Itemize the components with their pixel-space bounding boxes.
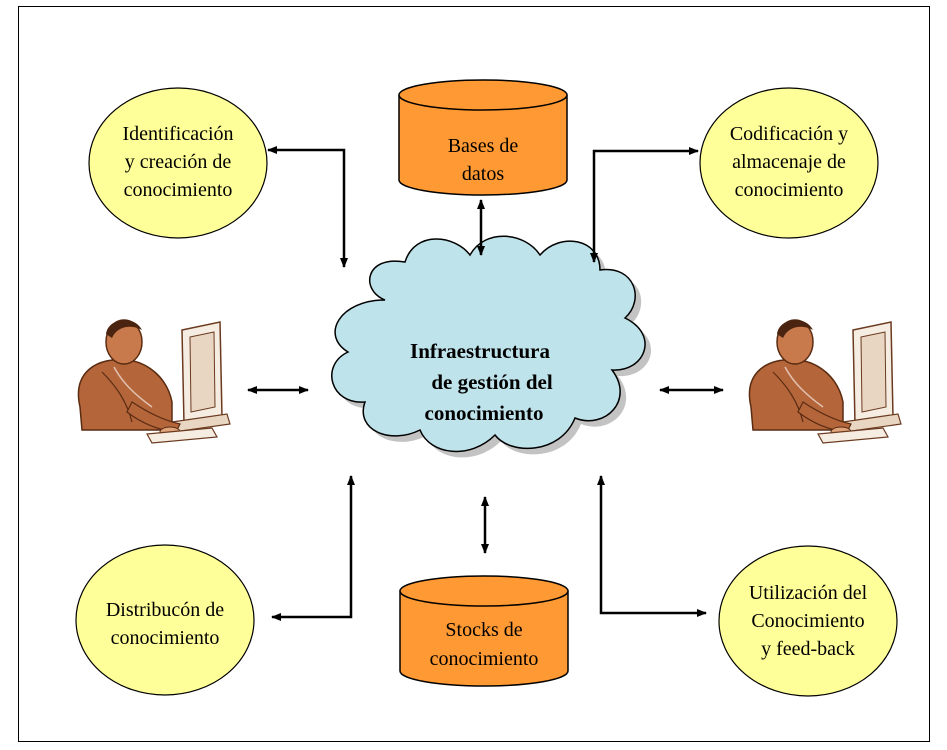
database-bottom-line-2: conocimiento	[430, 648, 539, 670]
process-utilization-line-1: Utilización del	[749, 582, 868, 604]
person-at-computer-icon	[748, 319, 902, 444]
process-identification: Identificación y creación de conocimient…	[88, 87, 268, 239]
database-bottom: Stocks de conocimiento	[399, 575, 569, 687]
database-top-line-1: Bases de	[448, 135, 519, 157]
cloud-line-2: de gestión del	[431, 370, 553, 394]
database-bottom-line-1: Stocks de	[445, 619, 522, 641]
connector-distribution	[271, 475, 355, 621]
process-identification-line-3: conocimiento	[124, 179, 233, 201]
process-identification-line-1: Identificación	[122, 123, 233, 145]
diagram-frame	[18, 6, 930, 742]
process-codification-line-2: almacenaje de	[732, 151, 846, 173]
process-identification-line-2: y creación de	[125, 151, 232, 173]
person-at-computer-icon	[77, 319, 231, 444]
process-utilization: Utilización del Conocimiento y feed-back	[718, 545, 898, 697]
connector-identification	[267, 146, 348, 268]
process-codification-line-3: conocimiento	[735, 179, 844, 201]
process-codification: Codificación y almacenaje de conocimient…	[699, 87, 879, 239]
cloud-line-1: Infraestructura	[410, 339, 550, 363]
cloud-line-3: conocimiento	[425, 401, 544, 425]
connector-utilization	[597, 475, 707, 617]
database-top-line-2: datos	[462, 163, 504, 185]
process-utilization-line-3: y feed-back	[761, 638, 855, 660]
process-distribution: Distribucón de conocimiento	[75, 544, 255, 696]
database-top: Bases de datos	[398, 79, 568, 196]
knowledge-infrastructure-cloud: Infraestructura de gestión del conocimie…	[331, 235, 652, 458]
process-codification-line-1: Codificación y	[730, 123, 848, 145]
connectors	[247, 146, 724, 621]
process-utilization-line-2: Conocimiento	[751, 610, 864, 632]
connector-codification	[590, 147, 699, 263]
process-distribution-line-1: Distribucón de	[106, 599, 224, 621]
process-distribution-line-2: conocimiento	[111, 627, 220, 649]
